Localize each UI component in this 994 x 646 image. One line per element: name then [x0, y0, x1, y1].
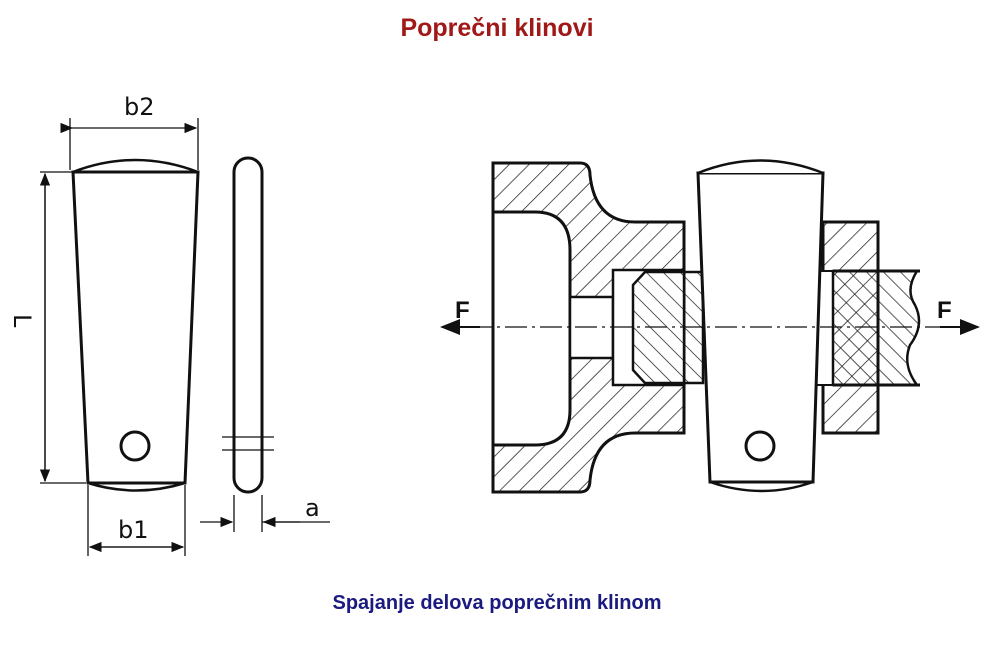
key-front-view	[39, 118, 200, 556]
dim-label-b2: b2	[124, 93, 155, 121]
caption: Spajanje delova poprečnim klinom	[332, 592, 662, 614]
dim-label-a: a	[305, 494, 320, 522]
key-side-view	[200, 156, 330, 532]
force-label-left: F	[455, 297, 470, 324]
force-label-right: F	[937, 297, 952, 324]
page-title: Poprečni klinovi	[400, 14, 594, 42]
dim-label-b1: b1	[118, 516, 149, 544]
assembly-section	[440, 159, 980, 494]
dim-label-L: L	[8, 314, 36, 328]
